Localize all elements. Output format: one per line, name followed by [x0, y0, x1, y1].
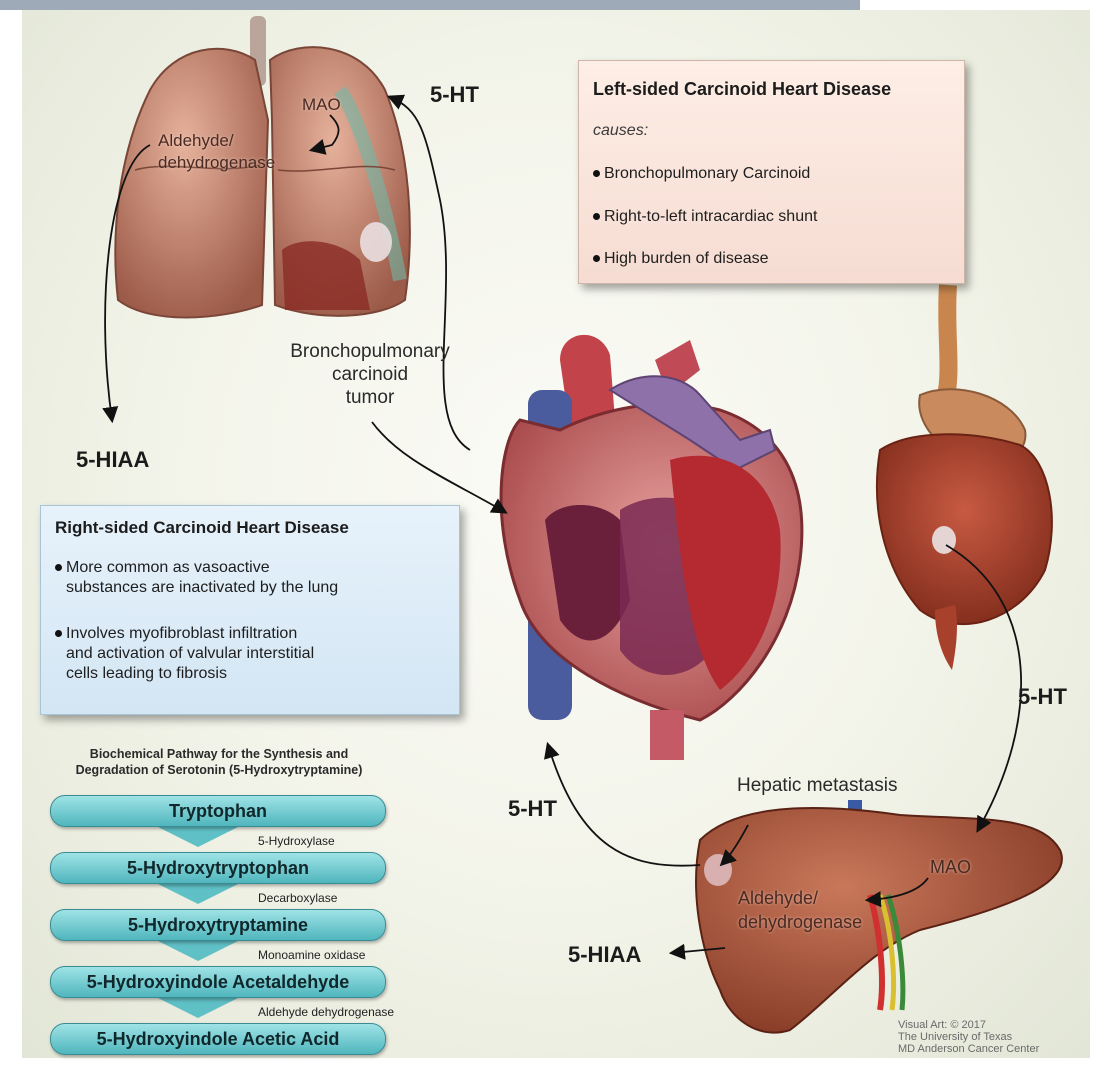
pathway-step-5-hydroxytryptophan: 5-Hydroxytryptophan [50, 852, 386, 884]
label-5ht-top: 5-HT [430, 82, 479, 108]
right-box-text: More common as vasoactive [66, 559, 270, 576]
bullet-icon [593, 213, 600, 220]
pathway-step-acetic-acid: 5-Hydroxyindole Acetic Acid [50, 1023, 386, 1055]
pathway-step-acetaldehyde: 5-Hydroxyindole Acetaldehyde [50, 966, 386, 998]
enzyme-label: Aldehyde dehydrogenase [258, 1005, 394, 1019]
left-box-item: Bronchopulmonary Carcinoid [593, 164, 810, 184]
label-5ht-right: 5-HT [1018, 684, 1067, 710]
label-5hiaa-bottom: 5-HIAA [568, 942, 641, 968]
left-box-item-text: High burden of disease [604, 250, 769, 267]
right-sided-disease-box: Right-sided Carcinoid Heart Disease More… [40, 505, 460, 715]
pathway-title-line: Biochemical Pathway for the Synthesis an… [44, 746, 394, 762]
label-aldehyde-lung-2: dehydrogenase [158, 152, 275, 173]
label-aldehyde-liver-2: dehydrogenase [738, 912, 862, 933]
right-box-item-2-line: cells leading to fibrosis [55, 664, 314, 684]
label-5ht-bottom: 5-HT [508, 796, 557, 822]
credit-line: The University of Texas [898, 1031, 1012, 1043]
left-sided-disease-box: Left-sided Carcinoid Heart Disease cause… [578, 60, 965, 284]
intestine-illustration [877, 285, 1052, 670]
label-aldehyde-lung-1: Aldehyde/ [158, 130, 234, 151]
right-box-item-1-line: More common as vasoactive [55, 558, 338, 578]
left-box-subtitle: causes: [593, 121, 648, 141]
pathway-step-tryptophan: Tryptophan [50, 795, 386, 827]
label-broncho-line2: carcinoid [240, 363, 500, 386]
pathway-title: Biochemical Pathway for the Synthesis an… [44, 746, 394, 778]
enzyme-label: Monoamine oxidase [258, 948, 365, 962]
pathway-step-5-hydroxytryptamine: 5-Hydroxytryptamine [50, 909, 386, 941]
label-broncho-line3: tumor [240, 386, 500, 409]
enzyme-label: Decarboxylase [258, 891, 337, 905]
left-box-item-text: Right-to-left intracardiac shunt [604, 208, 817, 225]
label-mao-lung: MAO [302, 94, 341, 115]
right-box-title: Right-sided Carcinoid Heart Disease [55, 518, 349, 538]
label-hepatic-metastasis: Hepatic metastasis [737, 774, 898, 797]
left-box-item-text: Bronchopulmonary Carcinoid [604, 165, 810, 182]
right-box-text: Involves myofibroblast infiltration [66, 625, 297, 642]
left-box-item: High burden of disease [593, 249, 769, 269]
right-box-item-2: Involves myofibroblast infiltration and … [55, 624, 314, 684]
label-5hiaa-left: 5-HIAA [76, 447, 149, 473]
label-broncho-tumor: Bronchopulmonary carcinoid tumor [240, 340, 500, 409]
left-box-title: Left-sided Carcinoid Heart Disease [593, 79, 891, 100]
bullet-icon [55, 630, 62, 637]
label-mao-liver: MAO [930, 857, 971, 878]
label-broncho-line1: Bronchopulmonary [240, 340, 500, 363]
bullet-icon [593, 170, 600, 177]
right-box-item-2-line: and activation of valvular interstitial [55, 644, 314, 664]
credit-line: Visual Art: © 2017 [898, 1019, 986, 1031]
bullet-icon [593, 255, 600, 262]
right-box-item-1-line: substances are inactivated by the lung [55, 578, 338, 598]
right-box-item-1: More common as vasoactive substances are… [55, 558, 338, 598]
enzyme-label: 5-Hydroxylase [258, 834, 335, 848]
left-box-item: Right-to-left intracardiac shunt [593, 207, 817, 227]
right-box-item-2-line: Involves myofibroblast infiltration [55, 624, 314, 644]
bullet-icon [55, 564, 62, 571]
credit-line: MD Anderson Cancer Center [898, 1043, 1039, 1055]
label-aldehyde-liver-1: Aldehyde/ [738, 888, 818, 909]
pathway-title-line: Degradation of Serotonin (5-Hydroxytrypt… [44, 762, 394, 778]
heart-illustration [501, 335, 802, 760]
